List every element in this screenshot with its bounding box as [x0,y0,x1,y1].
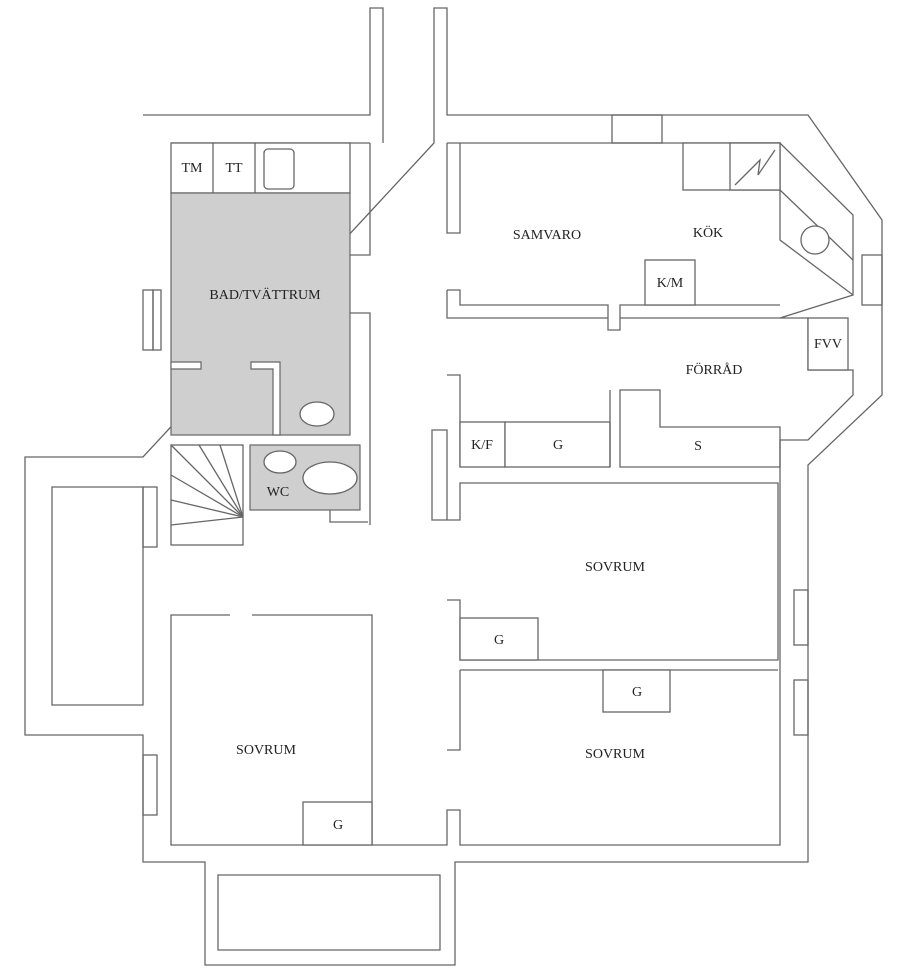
bathroom [170,192,351,436]
left-balcony [51,486,144,706]
label-g-right-bottom: G [632,685,642,700]
sink-icon [263,148,295,190]
bottom-balcony [217,874,441,951]
label-forrad: FÖRRÅD [686,361,743,378]
sink-icon [800,225,830,255]
label-sovrum-right-bottom: SOVRUM [585,747,645,762]
label-sovrum-left: SOVRUM [236,743,296,758]
label-kf: K/F [471,438,493,453]
label-g-left: G [333,818,343,833]
label-fvv: FVV [814,337,842,352]
windows [142,114,883,816]
label-g-right-top: G [494,633,504,648]
label-wc: WC [267,485,290,500]
label-tt: TT [225,161,243,176]
label-samvaro: SAMVARO [513,228,581,243]
label-kok: KÖK [693,224,723,241]
outer-wall [24,7,883,966]
washbasin-icon [299,401,335,427]
label-bad: BAD/TVÄTTRUM [209,286,321,303]
washbasin-icon [263,450,297,474]
label-g-hall: G [553,438,563,453]
label-sovrum-right-top: SOVRUM [585,560,645,575]
label-s: S [694,439,702,454]
label-tm: TM [182,161,204,176]
bathroom-counter [170,142,351,194]
stairs-icon [170,444,244,546]
label-km: K/M [657,276,684,291]
toilet-icon [302,461,358,495]
